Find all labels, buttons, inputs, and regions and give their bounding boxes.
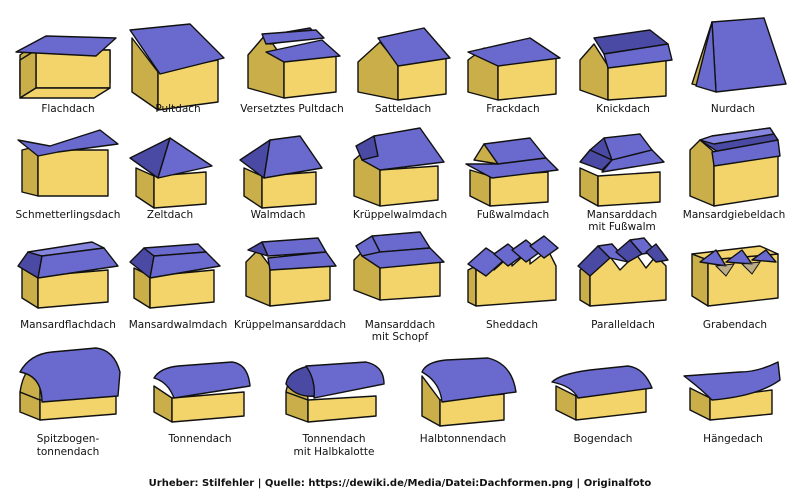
label-fusswalmdach: Fußwalmdach — [477, 209, 549, 221]
house-flachdach: Flachdach — [15, 35, 117, 115]
house-krueppelwalmdach: Krüppelwalmdach — [353, 127, 447, 221]
label-pultdach: Pultdach — [155, 103, 200, 115]
house-haengedach: Hängedach — [683, 361, 781, 445]
label-schmetterlingsdach: Schmetterlingsdach — [16, 209, 121, 221]
house-bogendach: Bogendach — [551, 365, 653, 445]
label-haengedach: Hängedach — [703, 433, 763, 445]
house-walmdach: Walmdach — [239, 135, 323, 221]
house-tonnendach-mit-halbkalotte: Tonnendach mit Halbkalotte — [285, 361, 385, 458]
label-bogendach: Bogendach — [574, 433, 633, 445]
label-mansarddach-mit-schopf-1: Mansarddach — [365, 319, 435, 331]
house-zeltdach: Zeltdach — [129, 137, 213, 221]
label-mansardwalmdach: Mansardwalmdach — [129, 319, 228, 331]
house-grabendach: Grabendach — [691, 245, 779, 331]
label-mansarddach-mit-schopf-2: mit Schopf — [372, 331, 429, 343]
label-nurdach: Nurdach — [711, 103, 755, 115]
label-satteldach: Satteldach — [375, 103, 431, 115]
house-mansarddach-mit-schopf: Mansarddach mit Schopf — [353, 231, 445, 343]
label-spitzbogentonnendach-1: Spitzbogen- — [37, 433, 100, 445]
house-krueppelmansarddach: Krüppelmansarddach — [234, 237, 346, 331]
label-sheddach: Sheddach — [486, 319, 538, 331]
house-halbtonnendach: Halbtonnendach — [420, 357, 517, 445]
label-mansarddach-mit-fusswalm-2: mit Fußwalm — [588, 221, 656, 233]
house-sheddach: Sheddach — [467, 235, 559, 331]
credit-line: Urheber: Stilfehler | Quelle: https://de… — [149, 478, 652, 489]
label-frackdach: Frackdach — [486, 103, 539, 115]
house-mansardwalmdach: Mansardwalmdach — [129, 243, 228, 331]
label-zeltdach: Zeltdach — [147, 209, 193, 221]
label-spitzbogentonnendach-2: tonnendach — [37, 446, 100, 458]
house-knickdach: Knickdach — [579, 29, 673, 115]
label-halbtonnendach: Halbtonnendach — [420, 433, 506, 445]
label-grabendach: Grabendach — [703, 319, 767, 331]
house-frackdach: Frackdach — [467, 37, 561, 115]
label-tonnendach-mit-halbkalotte-1: Tonnendach — [301, 433, 365, 445]
label-knickdach: Knickdach — [596, 103, 650, 115]
label-tonnendach: Tonnendach — [167, 433, 231, 445]
label-versetztes-pultdach: Versetztes Pultdach — [240, 103, 343, 115]
house-mansardflachdach: Mansardflachdach — [17, 241, 119, 331]
house-paralleldach: Paralleldach — [577, 237, 669, 331]
house-nurdach: Nurdach — [691, 17, 787, 115]
label-mansarddach-mit-fusswalm-1: Mansarddach — [587, 209, 657, 221]
label-mansardflachdach: Mansardflachdach — [20, 319, 116, 331]
house-mansardgiebeldach: Mansardgiebeldach — [683, 127, 785, 221]
label-krueppelwalmdach: Krüppelwalmdach — [353, 209, 447, 221]
label-tonnendach-mit-halbkalotte-2: mit Halbkalotte — [294, 446, 375, 458]
house-tonnendach: Tonnendach — [153, 361, 251, 445]
label-walmdach: Walmdach — [251, 209, 306, 221]
house-mansarddach-mit-fusswalm: Mansarddach mit Fußwalm — [579, 133, 665, 233]
house-spitzbogentonnendach: Spitzbogen- tonnendach — [19, 347, 121, 458]
label-mansardgiebeldach: Mansardgiebeldach — [683, 209, 785, 221]
house-schmetterlingsdach: Schmetterlingsdach — [16, 129, 121, 221]
label-krueppelmansarddach: Krüppelmansarddach — [234, 319, 346, 331]
house-satteldach: Satteldach — [357, 27, 451, 115]
label-paralleldach: Paralleldach — [591, 319, 655, 331]
house-fusswalmdach: Fußwalmdach — [465, 137, 559, 221]
house-pultdach: Pultdach — [129, 23, 225, 115]
label-flachdach: Flachdach — [41, 103, 94, 115]
house-versetztes-pultdach: Versetztes Pultdach — [240, 27, 344, 115]
